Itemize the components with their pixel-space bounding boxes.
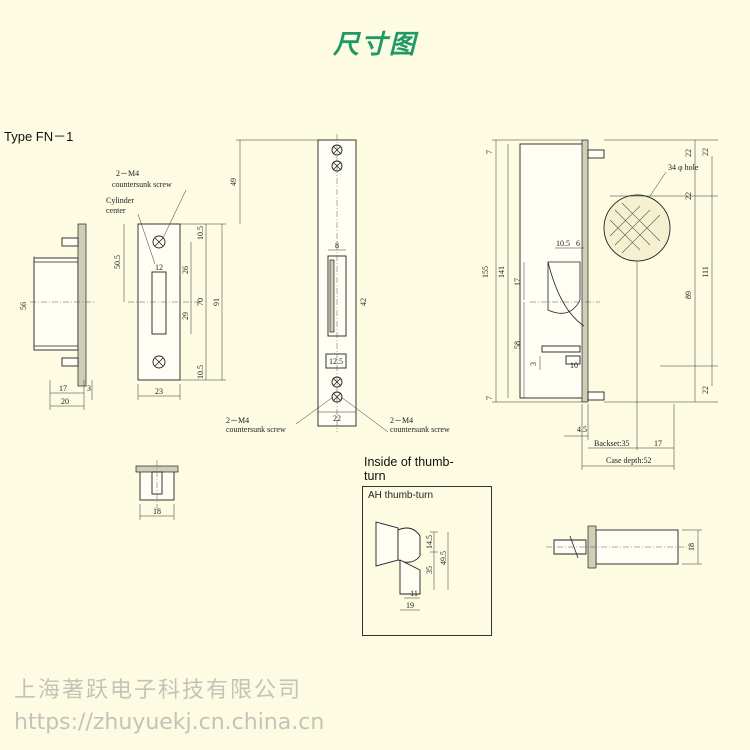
dim-42: 42 [359, 298, 368, 306]
annotation-m4-top: 2－M4 [116, 169, 139, 178]
annotation-case-depth: Case depth:52 [606, 456, 652, 465]
dim-8: 8 [335, 241, 339, 250]
dim-22a: 22 [333, 414, 341, 423]
side-view: 56 17 3 20 [19, 223, 95, 410]
annotation-m4-bl-sub: countersunk screw [226, 425, 286, 434]
hole-circle [603, 194, 671, 262]
case-view: 34 φ hole 7 7 155 141 17 58 3 10 10.5 [481, 139, 718, 470]
dim-23: 23 [155, 387, 163, 396]
dim-17a: 17 [59, 384, 67, 393]
dim-7a: 7 [485, 150, 494, 154]
ah-thumbturn-box: AH thumb-turn [362, 486, 492, 636]
annotation-cylinder: Cylinder [106, 196, 134, 205]
dim-12-5: 12.5 [329, 357, 343, 366]
watermark-company: 上海著跃电子科技有限公司 [14, 678, 303, 703]
annotation-m4-br-sub: countersunk screw [390, 425, 450, 434]
dim-4-5: 4.5 [577, 425, 587, 434]
inside-heading-line2: turn [364, 469, 386, 483]
annotation-m4-bl: 2－M4 [226, 416, 249, 425]
dim-11: 11 [410, 589, 418, 598]
dim-56: 56 [19, 302, 28, 310]
dim-155: 155 [481, 266, 490, 278]
dim-3: 3 [87, 384, 91, 393]
face-view: 8 42 12.5 22 2－M4 countersunk screw 2－M4… [226, 134, 450, 434]
dim-22d: 22 [701, 148, 710, 156]
annotation-cylinder-sub: center [106, 206, 126, 215]
dim-111: 111 [701, 266, 710, 277]
dim-35: 35 [425, 566, 434, 574]
dim-17c: 17 [654, 439, 662, 448]
dim-12: 12 [155, 263, 163, 272]
annotation-hole: 34 φ hole [668, 163, 699, 172]
dim-89: 89 [684, 291, 693, 299]
annotation-backset: Backset:35 [594, 439, 630, 448]
type-label: Type FN－1 [4, 129, 74, 144]
dim-70: 70 [196, 298, 205, 306]
dim-10-5c: 10.5 [556, 239, 570, 248]
inside-thumbturn-heading: Inside of thumb- turn [364, 455, 454, 483]
dim-22c: 22 [684, 192, 693, 200]
annotation-m4-br: 2－M4 [390, 416, 413, 425]
dim-10-5a: 10.5 [196, 226, 205, 240]
front-plate-view: 2－M4 countersunk screw Cylinder center 5… [106, 139, 318, 400]
dim-50-5: 50.5 [113, 255, 122, 269]
dim-3b: 3 [529, 362, 538, 366]
dim-49-5: 49.5 [439, 551, 448, 565]
thumbturn-detail: 14.5 35 49.5 11 19 [375, 521, 449, 611]
dim-17b: 17 [513, 278, 522, 286]
dim-26: 26 [181, 266, 190, 274]
dim-18b: 18 [687, 543, 696, 551]
dim-20: 20 [61, 397, 69, 406]
inside-heading-line1: Inside of thumb- [364, 455, 454, 469]
ah-thumbturn-label: AH thumb-turn [368, 490, 434, 501]
dim-49: 49 [229, 178, 238, 186]
dim-10-5b: 10.5 [196, 365, 205, 379]
annotation-m4-top-sub: countersunk screw [112, 180, 172, 189]
dim-10: 10 [570, 361, 578, 370]
dim-7b: 7 [485, 396, 494, 400]
dim-19: 19 [406, 601, 414, 610]
dim-22b: 22 [684, 149, 693, 157]
dim-22e: 22 [701, 386, 710, 394]
page-title: 尺寸图 [332, 30, 417, 60]
dim-18a: 18 [153, 507, 161, 516]
dim-58: 58 [513, 341, 522, 349]
bottom-small-view: 18 [135, 460, 179, 520]
dim-141: 141 [497, 266, 506, 278]
dim-6: 6 [576, 239, 580, 248]
bottom-right-view: 18 [546, 525, 702, 569]
dim-14-5: 14.5 [425, 535, 434, 549]
watermark-url: https://zhuyuekj.cn.china.cn [14, 710, 325, 735]
dim-29: 29 [181, 312, 190, 320]
dim-91: 91 [212, 298, 221, 306]
